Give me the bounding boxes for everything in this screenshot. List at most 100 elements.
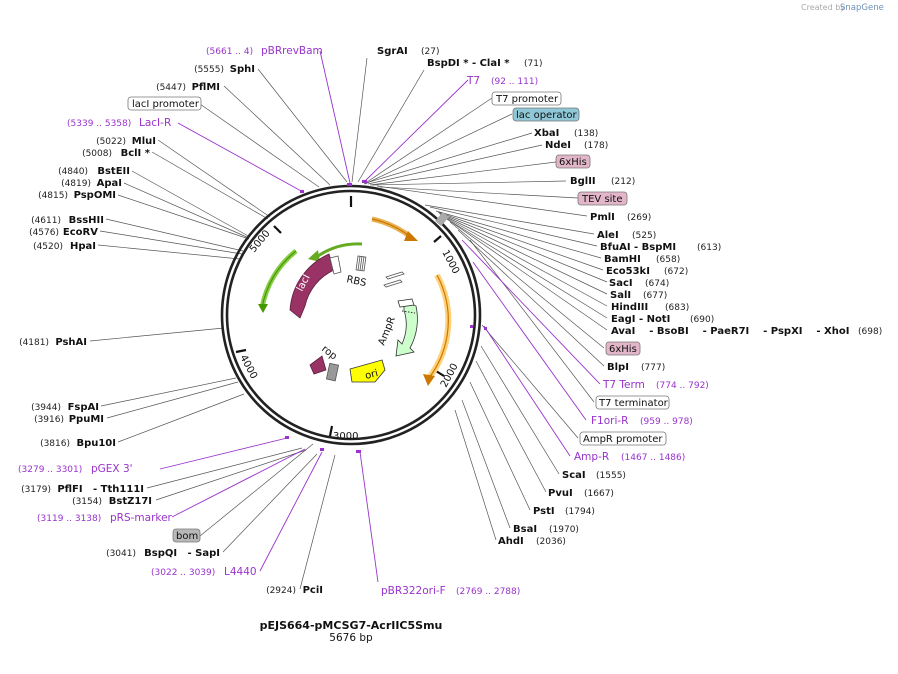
site-bpu10i-pos: (3816) — [40, 439, 70, 449]
site-ahdi-pos: (2036) — [536, 537, 566, 547]
site-bpu10i[interactable]: Bpu10I — [76, 438, 116, 449]
primer-pbr322ori-f[interactable]: pBR322ori-F — [381, 585, 446, 597]
svg-text:T7 promoter: T7 promoter — [495, 94, 559, 105]
site-bamhi[interactable]: BamHI — [604, 254, 641, 265]
primer-l4440[interactable]: L4440 — [224, 566, 257, 578]
site-pvui[interactable]: PvuI — [548, 488, 573, 499]
ring-marks — [285, 180, 487, 453]
svg-text:T7 terminator: T7 terminator — [598, 398, 669, 409]
primer-pgex3-pos: (3279 .. 3301) — [18, 465, 82, 475]
svg-text:6xHis: 6xHis — [559, 157, 587, 168]
site-scai[interactable]: ScaI — [562, 470, 586, 481]
svg-text:TEV site: TEV site — [581, 194, 623, 205]
rbs-label: RBS — [345, 274, 367, 289]
site-ahdi[interactable]: AhdI — [498, 536, 524, 547]
feature-box-6xhis-1[interactable]: 6xHis — [555, 154, 591, 169]
site-pflmi[interactable]: PflMI — [192, 82, 220, 93]
site-pshai[interactable]: PshAI — [55, 337, 87, 348]
site-bspqi-sapi[interactable]: BspQI - SapI — [144, 548, 220, 559]
site-eagi-noti[interactable]: EagI - NotI — [611, 314, 670, 325]
ori-label: ori — [364, 368, 379, 382]
label-connector-lines — [89, 57, 608, 590]
primer-laci-r-pos: (5339 .. 5358) — [67, 119, 131, 129]
site-bspdi-clai[interactable]: BspDI * - ClaI * — [427, 58, 510, 69]
site-fspai[interactable]: FspAI — [68, 402, 99, 413]
site-scai-pos: (1555) — [596, 471, 626, 481]
site-eagi-noti-pos: (690) — [690, 315, 714, 325]
site-psti-pos: (1794) — [565, 507, 595, 517]
site-hpai[interactable]: HpaI — [70, 241, 96, 252]
site-blpi-pos: (777) — [641, 363, 665, 373]
site-bglii[interactable]: BglII — [570, 176, 596, 187]
feature-box-bom[interactable]: bom — [172, 528, 201, 543]
site-bfuai-bspmi[interactable]: BfuAI - BspMI — [600, 242, 676, 253]
feature-box-lac-operator[interactable]: lac operator — [512, 107, 580, 122]
site-alei[interactable]: AleI — [597, 230, 619, 241]
rop-feature — [309, 355, 327, 375]
site-bsteii-pos: (4840) — [58, 167, 88, 177]
primer-t7-term[interactable]: T7 Term — [602, 379, 645, 391]
site-ndei[interactable]: NdeI — [545, 140, 571, 151]
primer-pbrrevbam[interactable]: pBRrevBam — [261, 45, 323, 57]
site-pflfi-tth111i[interactable]: PflFI - Tth111I — [57, 484, 144, 495]
site-pspomi-pos: (4815) — [38, 191, 68, 201]
laci-feature — [289, 253, 335, 319]
svg-text:AmpR promoter: AmpR promoter — [583, 434, 663, 445]
site-pcii[interactable]: PciI — [303, 585, 323, 596]
feature-box-t7-terminator[interactable]: T7 terminator — [595, 395, 670, 410]
site-sphi[interactable]: SphI — [230, 64, 255, 75]
feature-box-t7-promoter[interactable]: T7 promoter — [491, 91, 562, 106]
site-sgrai-pos: (27) — [421, 47, 439, 57]
site-mlui[interactable]: MluI — [132, 136, 156, 147]
primer-t7[interactable]: T7 — [466, 75, 480, 87]
site-bcli[interactable]: BclI * — [121, 148, 151, 159]
site-bglii-pos: (212) — [611, 177, 635, 187]
primer-prs-marker[interactable]: pRS-marker — [110, 512, 173, 524]
primer-f1ori-r[interactable]: F1ori-R — [591, 415, 628, 427]
primer-amp-r[interactable]: Amp-R — [574, 451, 609, 463]
site-sali[interactable]: SalI — [610, 290, 631, 301]
site-bsai-pos: (1970) — [549, 525, 579, 535]
site-bstz17i[interactable]: BstZ17I — [109, 496, 152, 507]
site-pmli[interactable]: PmlI — [590, 212, 615, 223]
feature-box-ampr-promoter[interactable]: AmpR promoter — [579, 431, 667, 446]
site-sgrai[interactable]: SgrAI — [377, 46, 408, 57]
primer-laci-r[interactable]: LacI-R — [139, 117, 171, 129]
site-hindiii-pos: (683) — [665, 303, 689, 313]
backbone-ticks — [235, 196, 445, 437]
site-bsshii-pos: (4611) — [31, 216, 61, 226]
site-eco53ki[interactable]: Eco53kI — [606, 266, 650, 277]
site-xbai[interactable]: XbaI — [534, 128, 559, 139]
site-pspomi[interactable]: PspOMI — [74, 190, 116, 201]
site-bsai[interactable]: BsaI — [513, 524, 537, 535]
feature-box-6xhis-2[interactable]: 6xHis — [605, 341, 641, 356]
site-apai[interactable]: ApaI — [97, 178, 122, 189]
tick-label-4000: 4000 — [237, 353, 259, 381]
feature-box-tev-site[interactable]: TEV site — [577, 191, 628, 206]
svg-text:lacI promoter: lacI promoter — [132, 99, 200, 110]
site-saci[interactable]: SacI — [609, 278, 633, 289]
svg-text:bom: bom — [176, 531, 198, 542]
site-bsteii[interactable]: BstEII — [97, 166, 130, 177]
enzyme-labels-right: SgrAI (27) BspDI * - ClaI * (71) XbaI (1… — [377, 46, 882, 547]
site-ppumi[interactable]: PpuMI — [69, 414, 104, 425]
tick-label-3000: 3000 — [333, 431, 358, 442]
site-pflfi-tth111i-pos: (3179) — [21, 485, 51, 495]
primer-amp-r-pos: (1467 .. 1486) — [621, 453, 685, 463]
site-psti[interactable]: PstI — [533, 506, 555, 517]
svg-text:6xHis: 6xHis — [609, 344, 637, 355]
feature-box-laci-promoter[interactable]: lacI promoter — [127, 96, 202, 111]
site-bsshii[interactable]: BssHII — [69, 215, 104, 226]
site-hindiii[interactable]: HindIII — [611, 302, 648, 313]
site-blpi[interactable]: BlpI — [607, 362, 629, 373]
site-saci-pos: (674) — [645, 279, 669, 289]
site-bspqi-sapi-pos: (3041) — [106, 549, 136, 559]
site-xbai-pos: (138) — [574, 129, 598, 139]
site-apai-pos: (4819) — [61, 179, 91, 189]
site-avai-xhoi[interactable]: AvaI - BsoBI - PaeR7I - PspXI - XhoI — [611, 326, 849, 337]
primer-pgex3[interactable]: pGEX 3' — [91, 463, 133, 475]
site-ecorv[interactable]: EcoRV — [63, 227, 98, 238]
site-sphi-pos: (5555) — [194, 65, 224, 75]
primer-f1ori-r-pos: (959 .. 978) — [640, 417, 693, 427]
